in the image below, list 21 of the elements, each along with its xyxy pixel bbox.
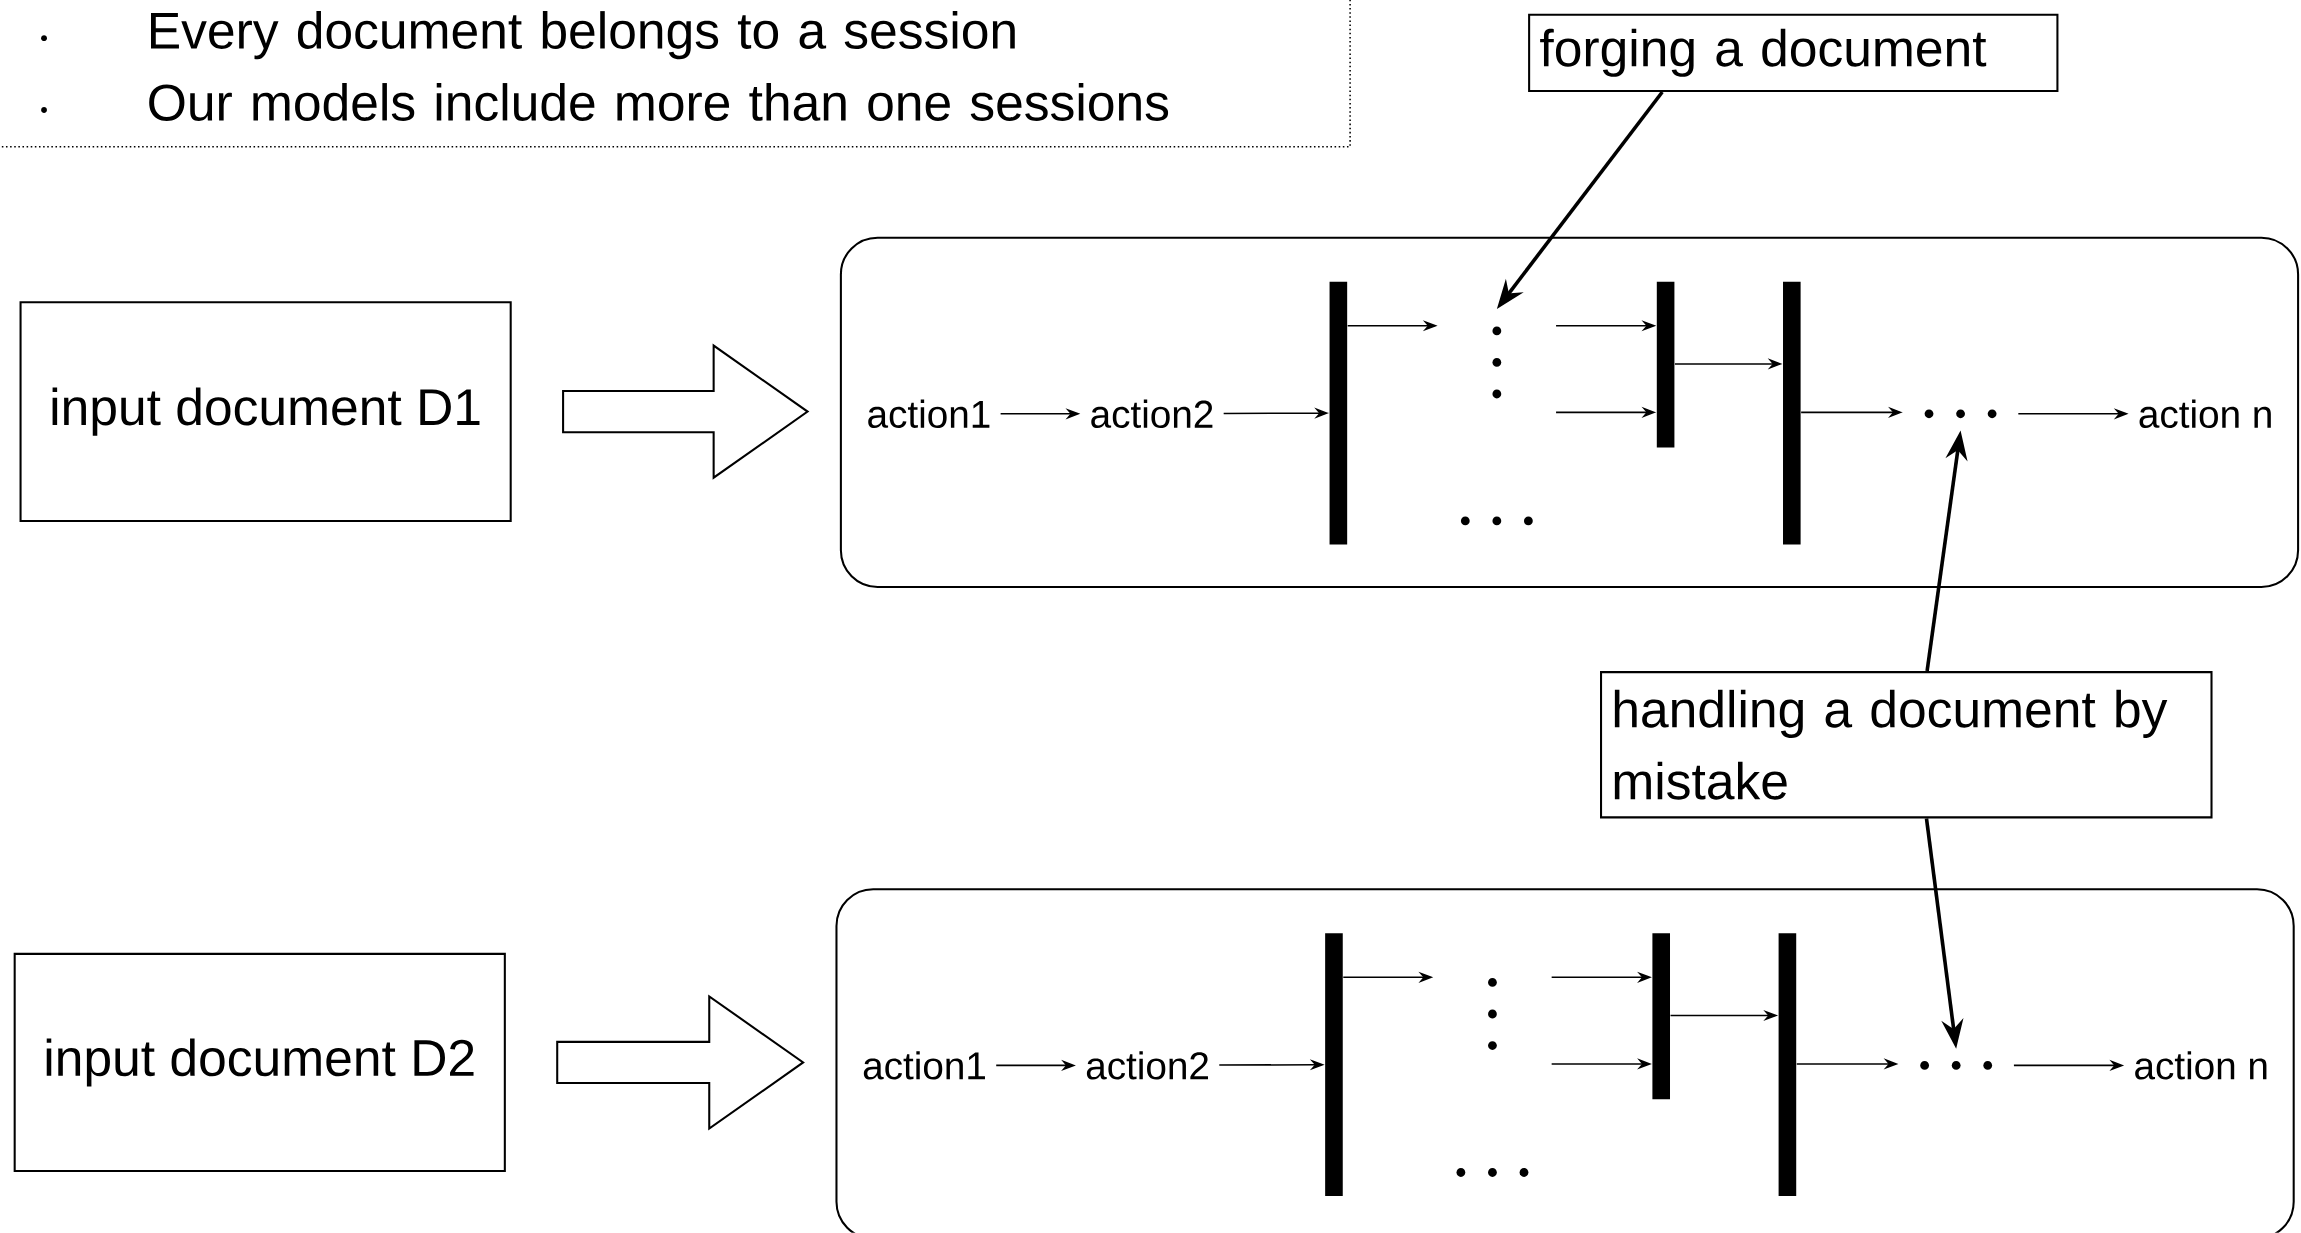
ellipsis-dots <box>1920 1061 1993 1070</box>
action-label: action n <box>2135 1051 2267 1080</box>
ellipsis-dots <box>1492 326 1502 399</box>
session-box <box>835 888 2295 1233</box>
action-label: action2 <box>1086 1051 1208 1080</box>
document-box: input document D2 <box>13 952 506 1173</box>
ellipsis-dots <box>1456 1168 1529 1178</box>
note-box: Every document belongs to a session Our models include more than one sessions <box>0 0 1351 148</box>
callout-box: handling a document by mistake <box>1600 671 2213 819</box>
ellipsis-dots <box>1924 409 1997 419</box>
ellipsis-dots <box>1460 516 1533 526</box>
ellipsis-dots <box>1488 978 1497 1051</box>
session-box <box>839 236 2300 589</box>
action-label: action1 <box>868 399 990 429</box>
action-label: action n <box>2139 399 2271 429</box>
document-box: input document D1 <box>19 301 512 523</box>
action-label: action1 <box>863 1051 985 1080</box>
block-arrow <box>562 343 810 480</box>
block-arrow <box>556 994 805 1131</box>
callout-box: forging a document <box>1528 13 2059 93</box>
action-label: action2 <box>1091 399 1213 429</box>
